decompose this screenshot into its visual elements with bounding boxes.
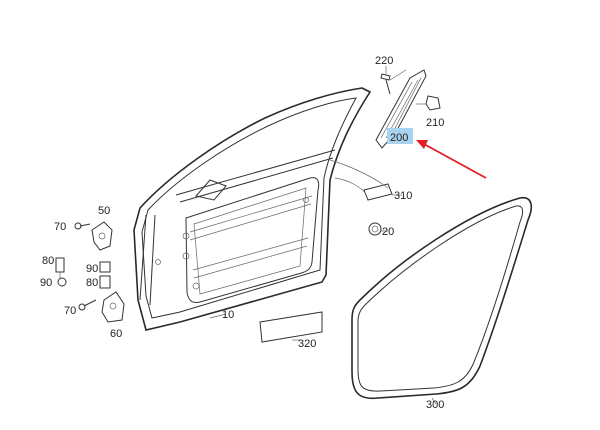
hinge-lower-60 [101,291,125,323]
part-label-310: 310 [394,190,412,202]
part-label-20: 20 [382,226,394,238]
part-label-90-left: 90 [40,277,52,289]
part-label-70-top: 70 [54,221,66,233]
window-channel-200 [375,69,427,149]
bolt-70-top [74,222,91,230]
red-arrow [416,140,487,179]
door-shell [133,87,372,331]
part-label-90-right: 90 [86,263,98,275]
part-label-300: 300 [426,399,444,411]
nut-90-left [57,277,67,287]
bolt-70-bottom [78,299,97,311]
clip-210 [416,95,441,111]
part-label-220: 220 [375,55,393,67]
part-label-80-top: 80 [42,255,54,267]
door-seal-300 [351,196,533,400]
screw-220 [380,69,407,95]
bumper-20 [368,222,382,236]
part-label-80-bottom: 80 [86,277,98,289]
leader-lines [209,66,437,405]
nut-90-right [99,261,111,273]
part-200-highlight [387,128,413,144]
part-label-10: 10 [222,309,234,321]
part-label-50: 50 [98,205,110,217]
pin-80-bottom [99,275,111,289]
part-label-60: 60 [110,328,122,340]
pad-310 [329,159,393,201]
pin-80-top [55,257,65,278]
part-label-200: 200 [390,132,408,144]
part-label-320: 320 [298,338,316,350]
hinge-upper-50 [91,221,113,251]
part-label-210: 210 [426,117,444,129]
part-label-70-bottom: 70 [64,305,76,317]
label-plate-320 [259,311,323,343]
